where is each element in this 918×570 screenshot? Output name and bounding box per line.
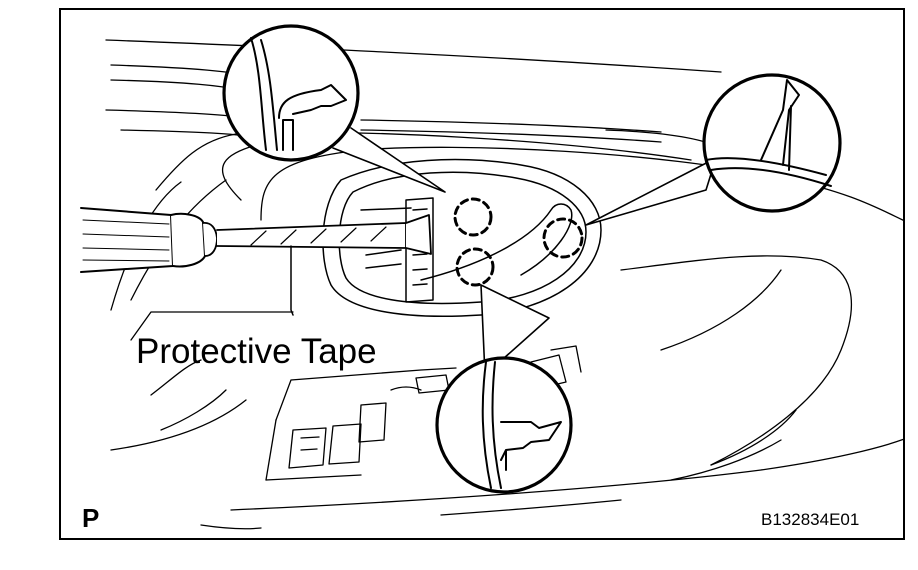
clip-marker-right [542, 217, 584, 259]
protective-tape-label: Protective Tape [136, 332, 377, 371]
figure-code: B132834E01 [761, 510, 860, 529]
clip-marker-lower [455, 247, 495, 287]
clip-claw-detail-icon [250, 37, 347, 151]
tape-leader-line [290, 245, 294, 316]
callout-leaders [332, 127, 717, 376]
callout-upper-left [222, 24, 360, 162]
screwdriver-icon [80, 207, 432, 273]
illustration-frame: Protective Tape P B132834E01 [59, 8, 905, 540]
clip-locations [453, 197, 584, 287]
tape-label-underline [130, 311, 294, 341]
window-switch-panel [265, 345, 582, 481]
door-trim-illustration [80, 24, 903, 530]
callout-bottom [435, 356, 573, 494]
clip-claw-detail-icon [481, 361, 562, 489]
clip-marker-upper [453, 197, 493, 237]
callout-right [702, 73, 842, 213]
door-trim-lines [105, 39, 903, 530]
view-marker: P [82, 503, 100, 533]
handle-bezel [322, 158, 602, 317]
clip-claw-detail-icon [705, 79, 832, 187]
